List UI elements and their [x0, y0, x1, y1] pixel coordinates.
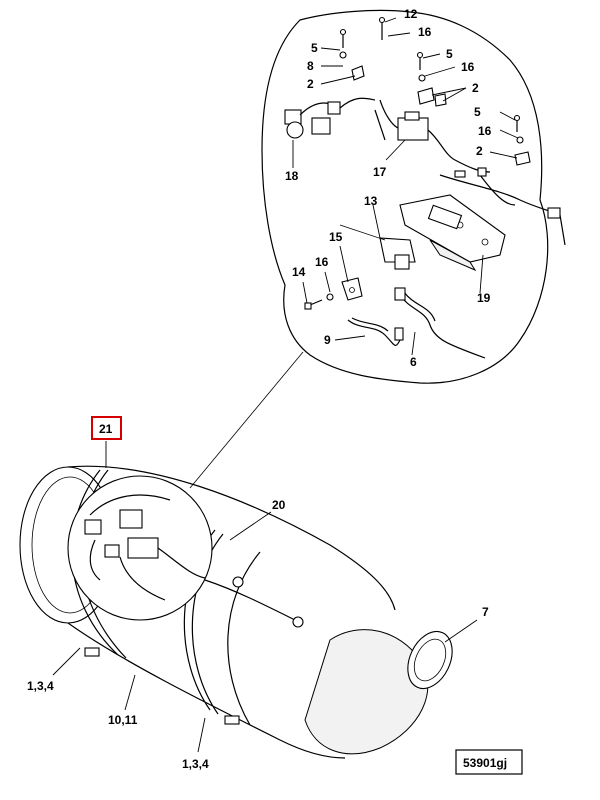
callout-2-right: 2 — [476, 144, 483, 158]
detail-circle — [67, 475, 213, 621]
leader-lines-lower — [52, 441, 478, 753]
mounting-bracket — [399, 194, 506, 272]
callout-15: 15 — [329, 230, 343, 244]
callout-21-highlight — [91, 416, 122, 440]
callout-7: 7 — [482, 605, 489, 619]
small-bracket — [304, 277, 363, 310]
callout-9: 9 — [324, 333, 331, 347]
sensor-hoses — [347, 287, 486, 359]
callout-5-right: 5 — [474, 105, 481, 119]
callout-17: 17 — [373, 165, 387, 179]
callout-19: 19 — [477, 291, 491, 305]
control-module — [339, 224, 416, 270]
callout-2-mid: 2 — [472, 81, 479, 95]
sensor-connector-18 — [284, 97, 376, 139]
callout-12: 12 — [404, 7, 418, 21]
detail-bubble-outline — [261, 9, 549, 384]
callout-16-top: 16 — [418, 25, 432, 39]
callout-16-right: 16 — [478, 124, 492, 138]
callout-13: 13 — [364, 194, 378, 208]
callout-5-mid: 5 — [446, 47, 453, 61]
callout-16-low: 16 — [315, 255, 329, 269]
callout-1-3-4-bottom: 1,3,4 — [182, 757, 209, 771]
temperature-probes — [439, 167, 566, 246]
callout-16-mid: 16 — [461, 60, 475, 74]
callout-1-3-4-left: 1,3,4 — [27, 679, 54, 693]
callout-5-left: 5 — [311, 41, 318, 55]
callout-10-11: 10,11 — [108, 713, 138, 727]
leader-lines-upper — [292, 17, 519, 356]
detail-connector-line — [189, 351, 304, 489]
figure-id-box — [455, 749, 523, 775]
upper-fasteners — [339, 16, 531, 166]
callout-18: 18 — [285, 169, 299, 183]
callout-14: 14 — [292, 265, 306, 279]
callout-2-left: 2 — [307, 77, 314, 91]
callout-20: 20 — [272, 498, 286, 512]
callout-8: 8 — [307, 59, 314, 73]
figure-id: 53901gj — [463, 756, 507, 770]
sensor-unit-17 — [374, 99, 491, 173]
callout-6: 6 — [410, 355, 417, 369]
callout-21: 21 — [99, 422, 113, 436]
